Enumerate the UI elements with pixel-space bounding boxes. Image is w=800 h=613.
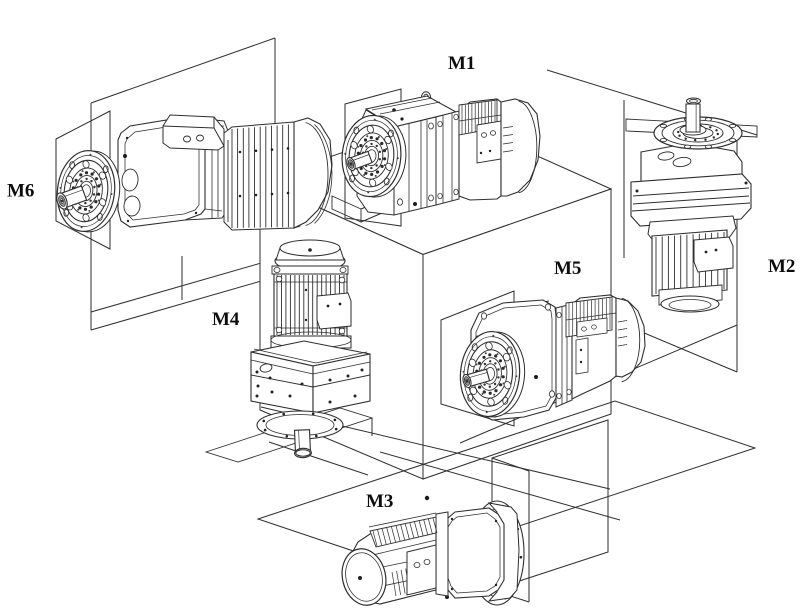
- svg-text:M2: M2: [768, 256, 795, 277]
- svg-text:M5: M5: [554, 258, 581, 279]
- svg-text:M3: M3: [366, 491, 393, 512]
- svg-text:M4: M4: [212, 309, 240, 330]
- svg-text:M6: M6: [7, 181, 34, 202]
- svg-text:M1: M1: [448, 53, 475, 74]
